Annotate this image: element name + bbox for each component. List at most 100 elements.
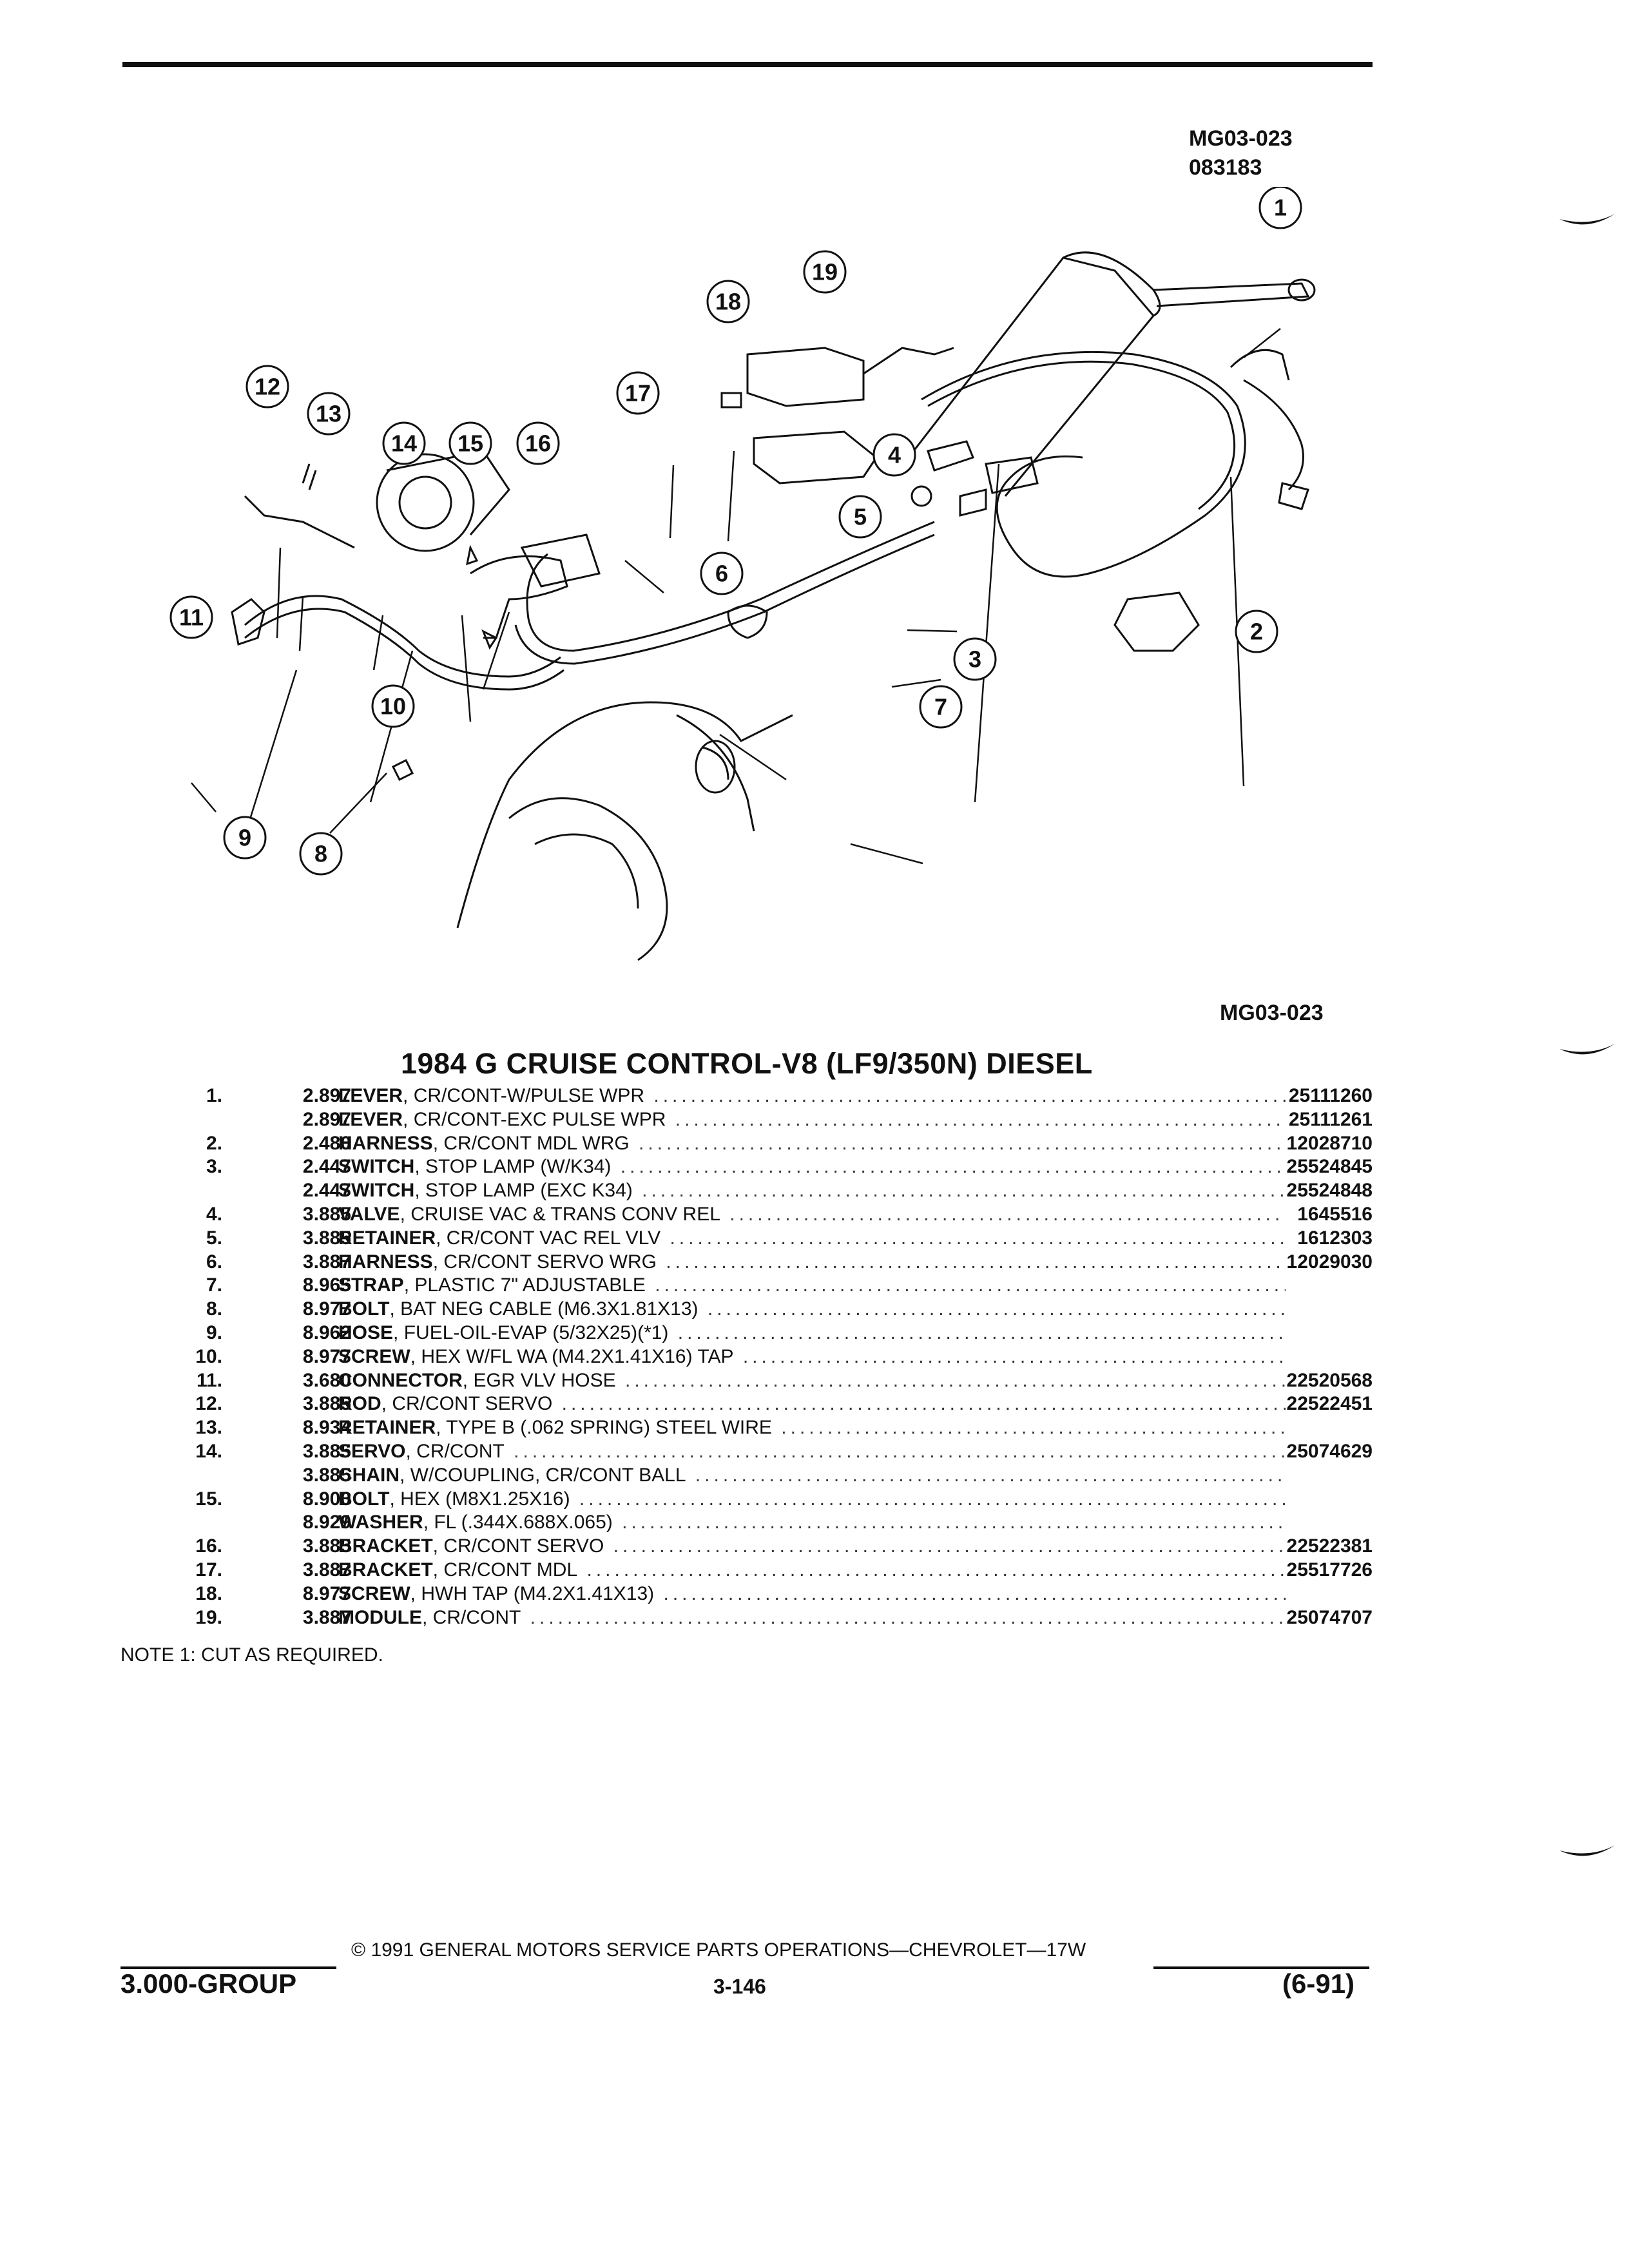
line-number: 15. [195,1488,222,1510]
group-code: 3.885 [302,1464,351,1486]
top-rule [122,62,1373,67]
part-description: HARNESS, CR/CONT MDL WRG ...............… [338,1132,1286,1155]
part-detail: , STOP LAMP (W/K34) [414,1156,612,1178]
leader-dots: ........................................… [655,1274,1286,1296]
screw-10 [481,629,498,650]
lever-knob [1287,278,1316,302]
part-description: HARNESS, CR/CONT SERVO WRG .............… [338,1251,1286,1274]
footnote: NOTE 1: CUT AS REQUIRED. [120,1644,383,1666]
illustration-ref-code: MG03-023 [1189,126,1293,151]
callout-3-label: 3 [969,646,981,673]
callout-8-label: 8 [314,841,327,867]
margin-mark-top [1559,214,1615,225]
group-code: 3.885 [302,1227,351,1249]
group-code: 8.977 [302,1582,351,1604]
battery-bolt [391,758,414,782]
group-code: 3.885 [302,1393,351,1415]
part-number: 1645516 [1297,1203,1373,1225]
callout-17 [616,371,660,415]
part-number: 12028710 [1286,1132,1373,1154]
leader-dots: ........................................… [677,1321,1286,1343]
callout-9 [223,816,267,860]
line-number: 17. [195,1559,222,1581]
part-description: SCREW, HEX W/FL WA (M4.2X1.41X16) TAP ..… [338,1345,1286,1369]
part-detail: , CR/CONT-W/PULSE WPR [403,1085,645,1106]
group-code: 3.885 [302,1203,351,1225]
servo-body [376,453,475,552]
illustration-ref-date: 083183 [1189,155,1262,180]
line-number: 11. [196,1369,222,1391]
callout-4 [872,433,916,477]
leader-dots: ........................................… [695,1464,1286,1486]
servo-bracket [470,555,568,639]
line-number: 8. [206,1298,222,1320]
leader-dots: ........................................… [622,1512,1286,1533]
part-name: ROD [338,1393,381,1415]
leader-dots: ........................................… [653,1085,1286,1106]
part-name: LEVER [338,1108,403,1130]
callout-9-label: 9 [238,825,251,851]
part-detail: , CR/CONT SERVO [432,1535,604,1557]
part-name: SERVO [338,1440,406,1462]
line-number: 6. [206,1251,222,1273]
part-name: SWITCH [338,1156,415,1178]
part-detail: , FUEL-OIL-EVAP (5/32X25)(*1) [393,1321,669,1343]
group-code: 3.887 [302,1606,351,1628]
stop-lamp-switch [985,456,1039,494]
part-detail: , CR/CONT SERVO [381,1393,553,1415]
group-code: 3.887 [302,1251,351,1273]
line-number: 9. [206,1321,222,1343]
part-name: BRACKET [338,1559,433,1581]
callout-12 [246,365,289,408]
part-name: HOSE [338,1321,394,1343]
group-code: 8.929 [302,1512,351,1533]
leader-dots: ........................................… [742,1345,1286,1367]
bolt-15 [466,544,479,566]
turn-signal-lever [1153,282,1310,307]
leader-dots: ........................................… [670,1227,1286,1249]
harness-connector [1278,482,1309,510]
part-name: SWITCH [338,1180,415,1202]
fuel-evap-hose [244,595,561,678]
callout-8 [299,832,343,876]
part-description: BOLT, HEX (M8X1.25X16) .................… [338,1488,1286,1511]
part-name: CHAIN [338,1464,400,1486]
part-name: LEVER [338,1085,403,1106]
part-description: MODULE, CR/CONT ........................… [338,1606,1286,1629]
callout-13-label: 13 [316,401,342,427]
callout-3 [953,637,997,681]
servo-connector [520,533,601,588]
steering-column-top [1063,251,1161,317]
part-description: LEVER, CR/CONT-W/PULSE WPR .............… [338,1084,1286,1108]
callout-18-label: 18 [715,289,741,315]
copyright-line: © 1991 GENERAL MOTORS SERVICE PARTS OPER… [351,1939,1086,1961]
part-description: ROD, CR/CONT SERVO .....................… [338,1392,1286,1416]
leader-dots: ........................................… [561,1393,1286,1415]
margin-mark-bottom [1559,1845,1615,1856]
part-description: VALVE, CRUISE VAC & TRANS CONV REL .....… [338,1203,1286,1226]
vacuum-valve [927,440,974,472]
part-detail: , CR/CONT MDL [432,1559,578,1581]
callout-16-label: 16 [525,430,551,457]
part-detail: , CR/CONT-EXC PULSE WPR [403,1108,666,1130]
leader-dots: ........................................… [620,1156,1286,1178]
part-number: 12029030 [1286,1251,1373,1273]
part-number: 25111261 [1288,1108,1373,1130]
callout-17-label: 17 [625,380,651,407]
part-name: SCREW [338,1345,410,1367]
plastic-strap [727,604,768,639]
part-name: RETAINER [338,1227,436,1249]
